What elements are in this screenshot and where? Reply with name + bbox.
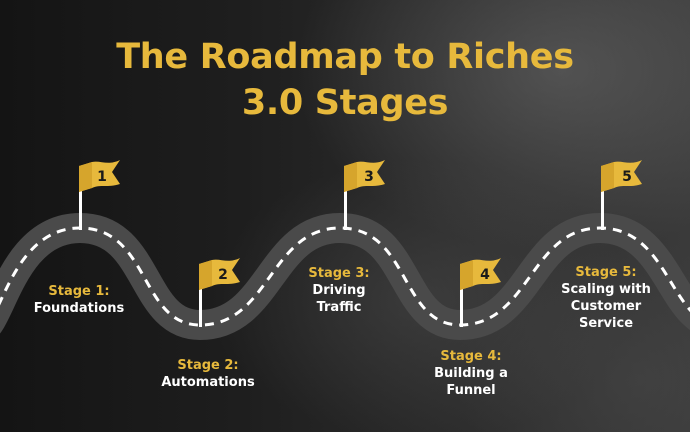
- stage-title: Stage 5:: [575, 265, 637, 280]
- stage-title: Stage 1:: [48, 284, 110, 299]
- stage-name: Building a: [434, 366, 508, 381]
- road-centerline: [0, 226, 690, 327]
- flag-number: 1: [97, 169, 107, 185]
- flagpole-icon: [601, 186, 604, 230]
- flagpole-icon: [79, 186, 82, 230]
- stage-name: Traffic: [316, 300, 362, 315]
- stage-1-label: Stage 1: Foundations: [34, 283, 124, 317]
- stage-name: Scaling with: [561, 282, 651, 297]
- flag-number: 4: [480, 267, 490, 283]
- flagpole-icon: [199, 283, 202, 327]
- stage-5-label: Stage 5: Scaling with Customer Service: [561, 264, 651, 332]
- flag-number: 3: [364, 169, 374, 185]
- stage-title: Stage 2:: [177, 358, 239, 373]
- stage-2-label: Stage 2: Automations: [161, 357, 254, 391]
- flag-5: 5: [601, 160, 642, 230]
- stage-name: Automations: [161, 375, 255, 390]
- stage-3-label: Stage 3: Driving Traffic: [308, 265, 369, 316]
- stage-title: Stage 3:: [308, 266, 370, 281]
- title-line-2: 3.0 Stages: [241, 83, 449, 123]
- flag-4: 4: [460, 258, 501, 327]
- stage-name: Foundations: [33, 301, 125, 316]
- stage-4-label: Stage 4: Building a Funnel: [434, 348, 508, 399]
- stage-name: Service: [578, 316, 634, 331]
- flag-2: 2: [199, 258, 240, 327]
- stage-name: Funnel: [446, 383, 496, 398]
- stage-name: Driving: [312, 283, 366, 298]
- flag-number: 2: [218, 267, 228, 283]
- flag-1: 1: [79, 160, 120, 230]
- flagpole-icon: [460, 283, 463, 327]
- flag-number: 5: [622, 169, 632, 185]
- stage-name: Customer: [570, 299, 642, 314]
- page-title: The Roadmap to Riches 3.0 Stages: [0, 34, 690, 126]
- flag-3: 3: [344, 160, 385, 230]
- flagpole-icon: [344, 186, 347, 230]
- stage-title: Stage 4:: [440, 349, 502, 364]
- title-line-1: The Roadmap to Riches: [116, 37, 574, 77]
